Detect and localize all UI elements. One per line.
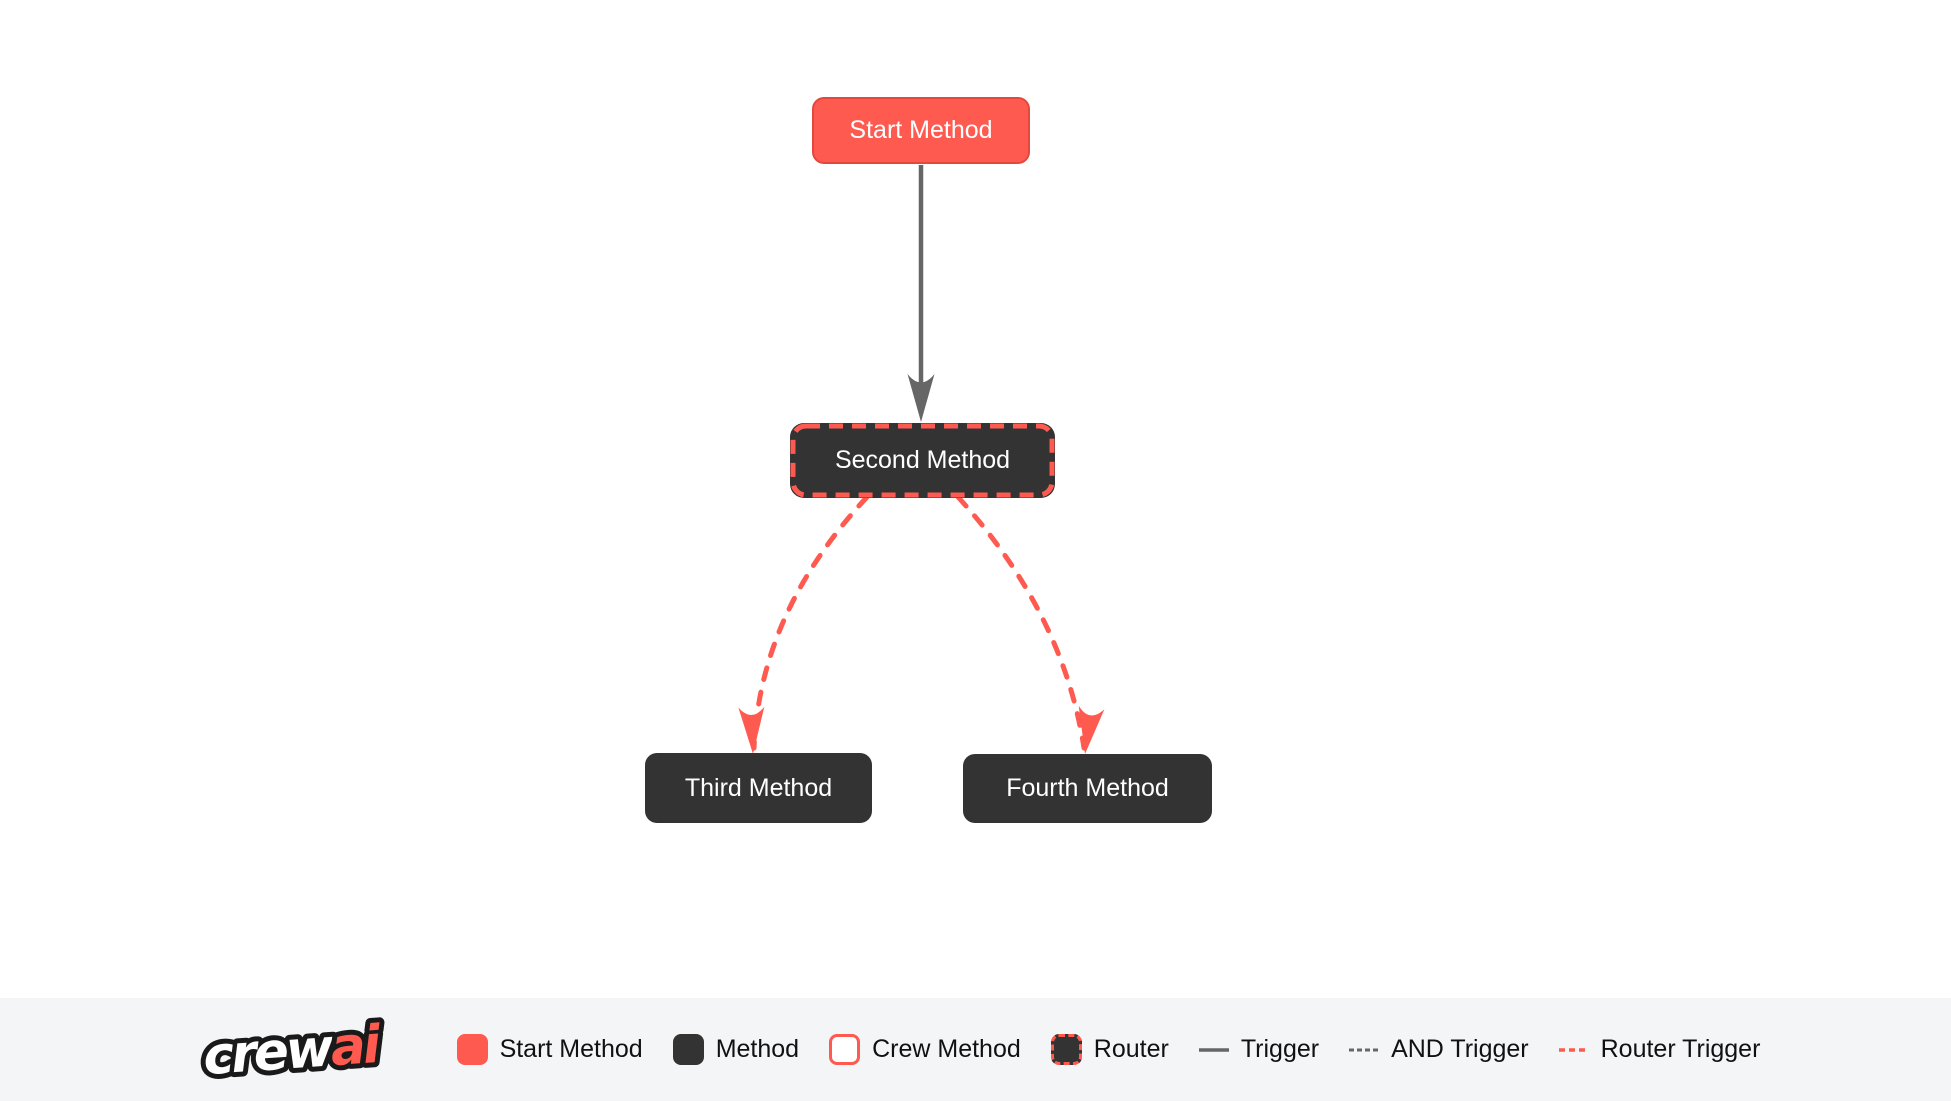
- arrowhead-down-gray: [907, 374, 935, 422]
- start-node-swatch-icon: [456, 1034, 488, 1065]
- node-fourth-method[interactable]: Fourth Method: [963, 754, 1212, 823]
- edge-trigger-start-to-second: [907, 165, 935, 422]
- node-start-method[interactable]: Start Method: [812, 97, 1030, 164]
- legend-item-start-method: Start Method: [456, 1034, 643, 1065]
- node-second-method-router[interactable]: Second Method: [790, 423, 1055, 498]
- router-node-swatch-icon: [1050, 1034, 1082, 1065]
- legend-item-crew-method: Crew Method: [829, 1034, 1021, 1065]
- arrowhead-down-red: [738, 706, 765, 754]
- legend-item-trigger: Trigger: [1198, 1035, 1320, 1064]
- legend-item-router-trigger: Router Trigger: [1558, 1035, 1761, 1064]
- legend-item-and-trigger: AND Trigger: [1349, 1035, 1529, 1064]
- svg-text:crewai: crewai: [201, 1014, 384, 1086]
- legend-bar: crewai Start Method Method Crew Method R…: [0, 998, 1951, 1101]
- method-node-swatch-icon: [672, 1034, 704, 1065]
- legend-label: Router: [1093, 1035, 1169, 1063]
- legend-label: Router Trigger: [1600, 1035, 1761, 1063]
- legend-label: Method: [715, 1035, 800, 1063]
- flow-diagram-canvas[interactable]: Start Method Second Method Third Method …: [0, 0, 1951, 998]
- node-third-method[interactable]: Third Method: [645, 753, 872, 823]
- dashed-red-line-icon: [1558, 1047, 1589, 1052]
- legend-item-method: Method: [672, 1034, 800, 1065]
- crewai-logo: crewai: [196, 1011, 389, 1089]
- legend-label: Start Method: [499, 1035, 643, 1063]
- legend-item-router: Router: [1050, 1034, 1169, 1065]
- legend-label: Trigger: [1240, 1035, 1320, 1063]
- solid-gray-line-icon: [1198, 1047, 1229, 1052]
- legend-label: AND Trigger: [1391, 1035, 1529, 1063]
- dashed-gray-line-icon: [1349, 1048, 1380, 1051]
- edge-router-trigger-second-to-fourth: [955, 494, 1105, 754]
- edge-router-trigger-second-to-third: [738, 494, 870, 754]
- crew-node-swatch-icon: [829, 1034, 861, 1065]
- legend-label: Crew Method: [872, 1035, 1021, 1063]
- arrowhead-down-red: [1078, 705, 1105, 754]
